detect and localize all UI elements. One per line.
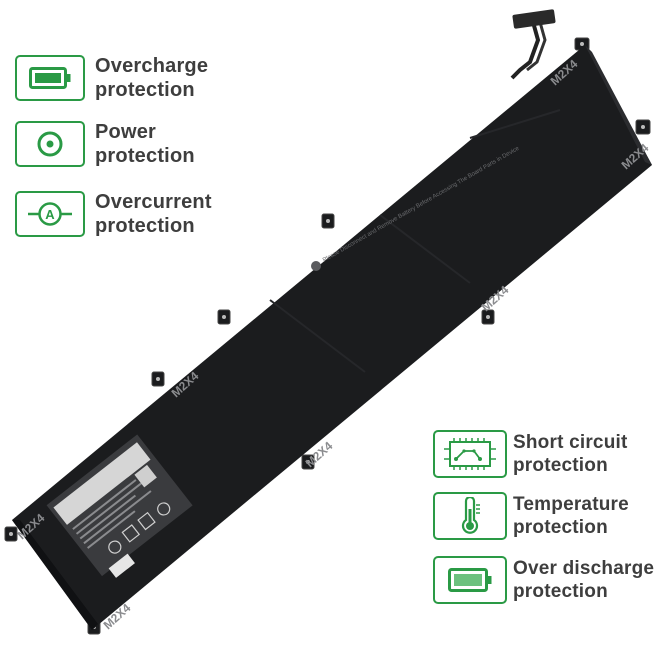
feature-subtitle: protection — [513, 517, 608, 538]
ammeter-icon: A — [15, 191, 85, 237]
thermometer-icon — [433, 492, 507, 540]
battery-full-icon — [15, 55, 85, 101]
feature-subtitle: protection — [95, 145, 195, 167]
feature-subtitle: protection — [95, 215, 195, 237]
feature-subtitle: protection — [95, 79, 195, 101]
feature-subtitle: protection — [513, 581, 608, 602]
circuit-board-icon — [433, 430, 507, 478]
feature-title: Overcurrent — [95, 191, 212, 213]
feature-title: Overcharge — [95, 55, 209, 77]
feature-title: Over discharge — [513, 558, 655, 579]
feature-title: Temperature — [513, 494, 629, 515]
battery-low-icon — [433, 556, 507, 604]
feature-title: Short circuit — [513, 432, 628, 453]
feature-subtitle: protection — [513, 455, 608, 476]
feature-title: Power — [95, 121, 157, 143]
svg-text:A: A — [45, 207, 55, 222]
power-icon — [15, 121, 85, 167]
